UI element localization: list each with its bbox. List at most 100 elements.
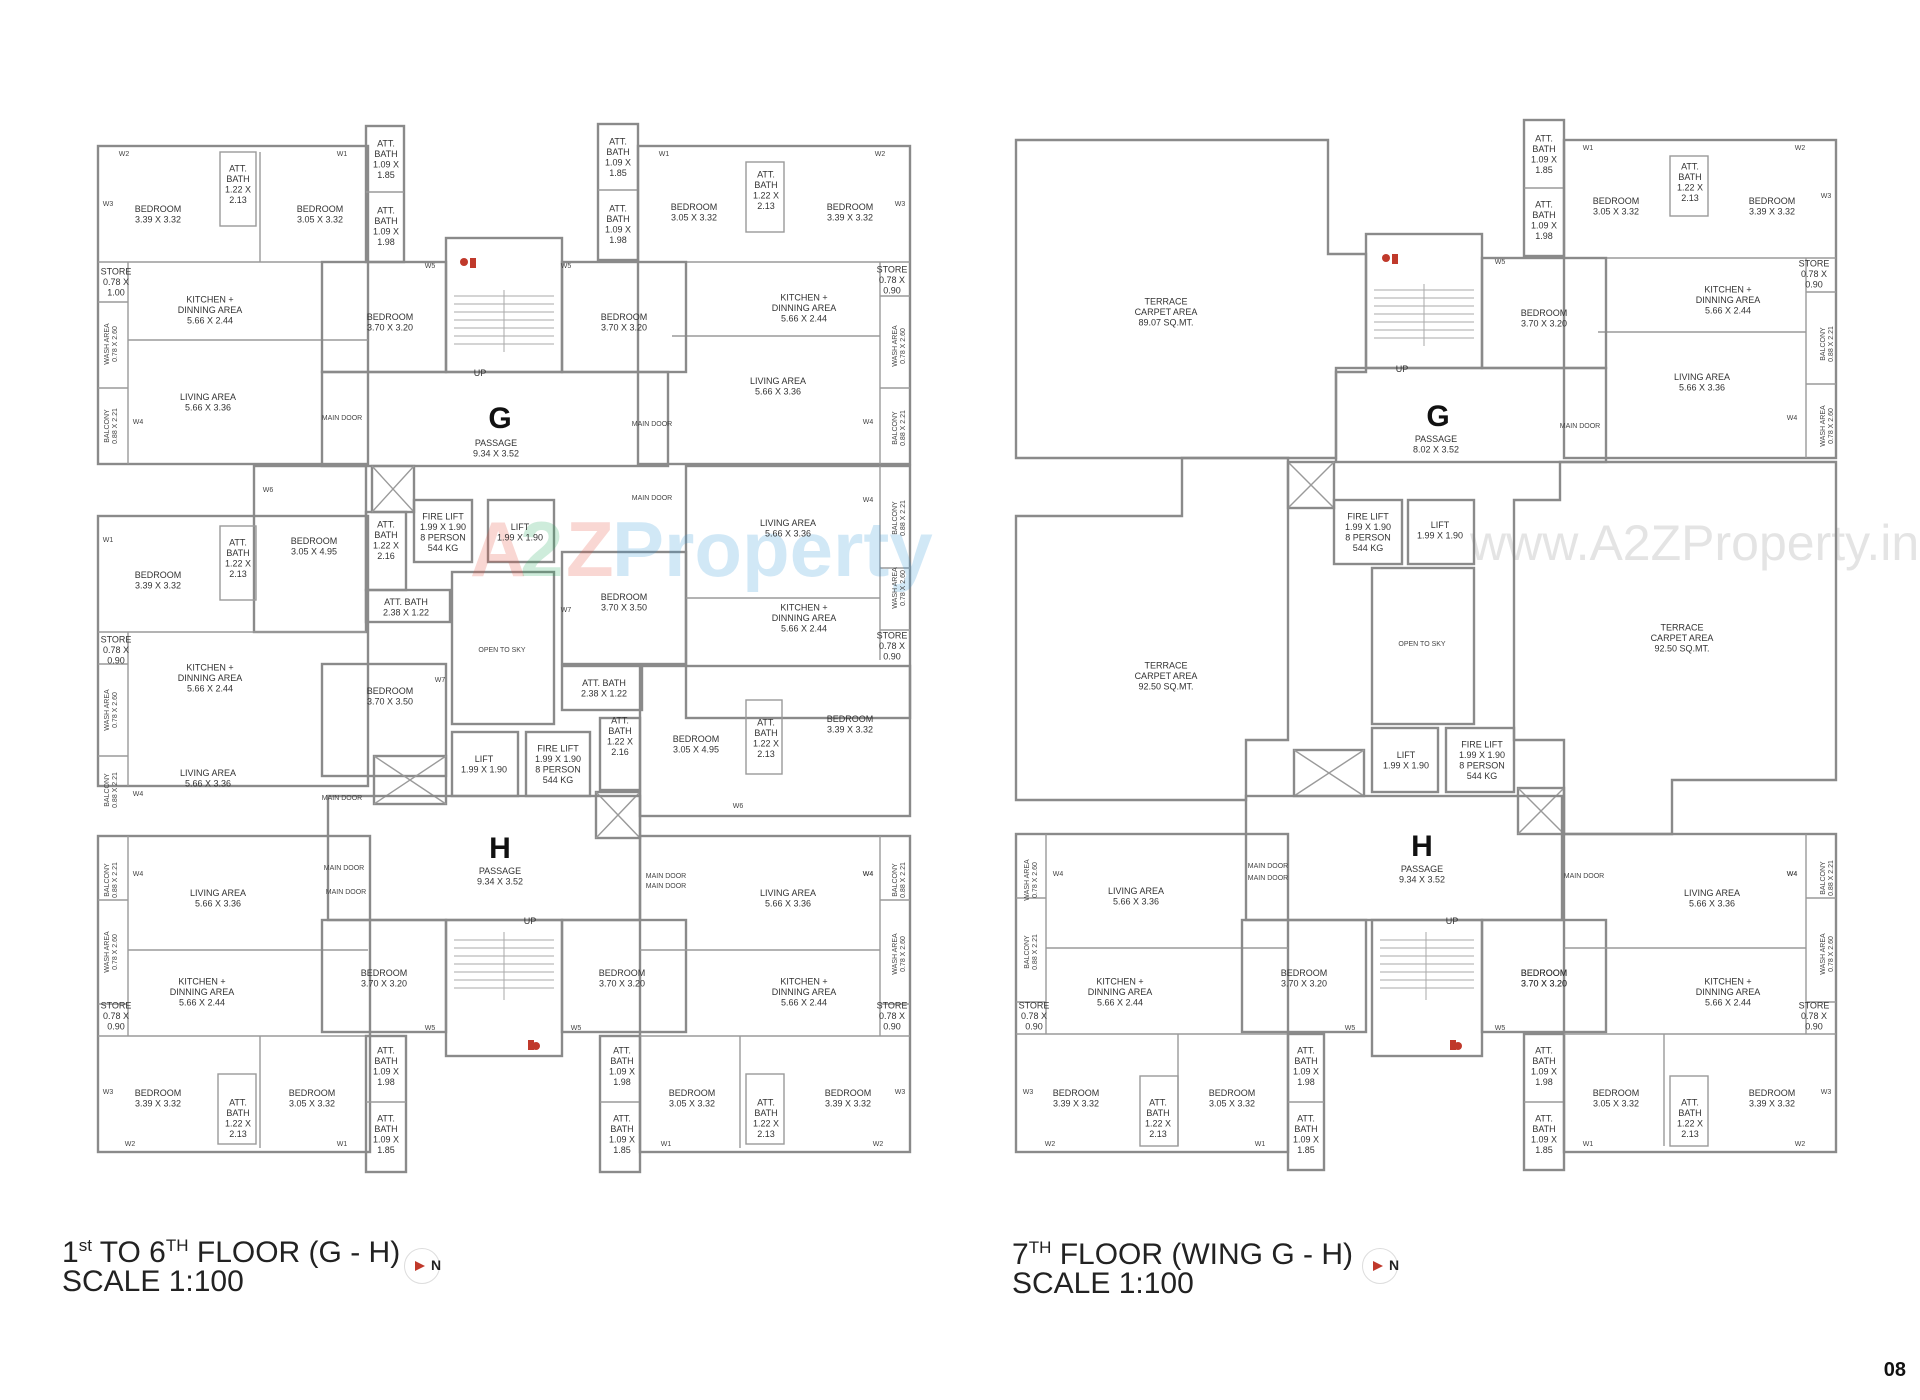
- window-marker: W2: [1795, 145, 1806, 152]
- window-marker: W3: [1023, 1089, 1034, 1096]
- room-label-line: 8 PERSON: [420, 532, 466, 542]
- window-marker: W1: [1255, 1141, 1266, 1148]
- room-label-line: 1.98: [1535, 231, 1553, 241]
- shaft-h-left: [372, 754, 448, 806]
- room-label-line: ATT.: [757, 169, 775, 179]
- room-label-line: 0.90: [883, 1022, 901, 1032]
- room-label-line: ATT.: [229, 1097, 247, 1107]
- side-label-line: 0.88 X 2.21: [900, 500, 907, 536]
- room-label-line: ATT.: [377, 1045, 395, 1055]
- room-label-line: 8 PERSON: [535, 764, 581, 774]
- window-marker: W1: [337, 1141, 348, 1148]
- window-marker: W5: [1495, 1025, 1506, 1032]
- room-label-line: ATT.: [1535, 1113, 1553, 1123]
- caption-number: 7: [1012, 1238, 1029, 1271]
- room-label-line: ATT.: [609, 203, 627, 213]
- room-label-line: 3.05 X 3.32: [297, 214, 343, 224]
- passage-h: [326, 794, 642, 922]
- room-label-line: 5.66 X 2.44: [1705, 998, 1751, 1008]
- room-label-line: BEDROOM: [135, 570, 182, 580]
- room-label-line: 1.22 X: [753, 1118, 779, 1128]
- room-label-line: DINNING AREA: [1696, 987, 1761, 997]
- room-label-line: 544 KG: [1353, 543, 1384, 553]
- flat-h4-outline: [638, 664, 912, 818]
- room-label-line: STORE: [101, 267, 132, 277]
- room-label-line: BEDROOM: [1521, 968, 1568, 978]
- room-label-line: 1.22 X: [753, 190, 779, 200]
- room-label-line: DINNING AREA: [178, 673, 243, 683]
- room-label-line: 1.22 X: [1677, 182, 1703, 192]
- caption-number: 1: [62, 1236, 79, 1269]
- room-label-line: 1.09 X: [605, 224, 631, 234]
- room-label-line: 1.99 X 1.90: [1459, 750, 1505, 760]
- side-label-line: 0.88 X 2.21: [112, 862, 119, 898]
- room-label-line: ATT.: [1535, 199, 1553, 209]
- wing-g-label: G: [488, 402, 511, 435]
- room-label-line: 3.05 X 4.95: [673, 744, 719, 754]
- left-plan-scale: SCALE 1:100: [62, 1265, 244, 1298]
- room-label-line: BEDROOM: [601, 592, 648, 602]
- watermark-2: 2: [520, 505, 563, 593]
- room-label-line: 2.16: [611, 747, 629, 757]
- side-label-line: WASH AREA: [104, 323, 111, 365]
- window-marker: W4: [133, 791, 144, 798]
- left-plan-caption: 1st TO 6TH FLOOR (G - H): [62, 1228, 400, 1271]
- side-label-line: WASH AREA: [1024, 859, 1031, 901]
- room-label-line: STORE: [1799, 259, 1830, 269]
- room-label-line: 2.13: [229, 1129, 247, 1139]
- room-label-line: 3.70 X 3.20: [599, 978, 645, 988]
- room-label-line: 5.66 X 2.44: [187, 316, 233, 326]
- window-marker: W5: [425, 1025, 436, 1032]
- passage-h-label-line: PASSAGE: [1401, 864, 1443, 874]
- wing-g-label: G: [1426, 400, 1449, 433]
- fire-extinguisher-icon: [460, 254, 1462, 1050]
- room-label-line: ATT.: [609, 136, 627, 146]
- room-label-line: BATH: [1532, 144, 1555, 154]
- room-label-line: 5.66 X 2.44: [187, 684, 233, 694]
- room-label-line: 3.39 X 3.32: [135, 1098, 181, 1108]
- room-label-line: BATH: [1532, 210, 1555, 220]
- north-arrow-icon: N: [1362, 1248, 1399, 1284]
- room-label-line: KITCHEN +: [186, 663, 233, 673]
- room-label-line: 1.99 X 1.90: [1383, 760, 1429, 770]
- window-marker: W3: [103, 1089, 114, 1096]
- room-label-line: 1.09 X: [373, 226, 399, 236]
- room-label-line: 1.98: [377, 237, 395, 247]
- misc-label: MAIN DOOR: [322, 795, 362, 802]
- misc-label: MAIN DOOR: [632, 421, 672, 428]
- room-label-line: 1.09 X: [373, 1134, 399, 1144]
- window-marker: W3: [1821, 1089, 1832, 1096]
- misc-label: MAIN DOOR: [324, 865, 364, 872]
- room-label-line: ATT.: [1297, 1045, 1315, 1055]
- wing-h-label: H: [489, 832, 511, 865]
- passage-g-label-line: PASSAGE: [1415, 434, 1457, 444]
- room-label-line: BEDROOM: [1209, 1088, 1256, 1098]
- room-label-line: 3.05 X 3.32: [669, 1098, 715, 1108]
- room-label-line: 2.38 X 1.22: [581, 688, 627, 698]
- side-label-line: BALCONY: [1820, 861, 1827, 895]
- room-label-line: 1.85: [1535, 165, 1553, 175]
- room-label-line: DINNING AREA: [178, 305, 243, 315]
- room-label-line: 1.98: [377, 1077, 395, 1087]
- room-label-line: 3.70 X 3.20: [367, 322, 413, 332]
- room-label-line: 3.70 X 3.20: [361, 978, 407, 988]
- room-label-line: 1.09 X: [1531, 220, 1557, 230]
- room-label-line: 1.85: [377, 1145, 395, 1155]
- room-label-line: DINNING AREA: [772, 987, 837, 997]
- side-label-line: 0.78 X 2.60: [1032, 862, 1039, 898]
- room-label-line: ATT.: [613, 1045, 631, 1055]
